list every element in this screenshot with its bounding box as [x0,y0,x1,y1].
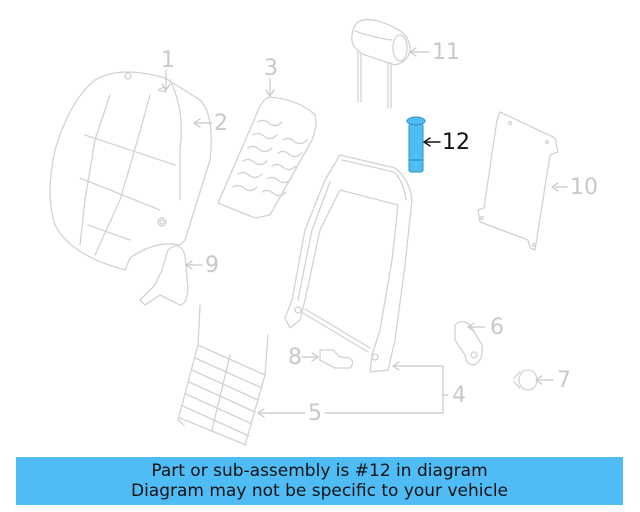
seat-back-cover-icon [49,71,212,271]
callout-10: 10 [570,175,598,200]
banner-line-1: Part or sub-assembly is #12 in diagram [151,461,488,481]
callout-7: 7 [557,368,571,393]
callout-2: 2 [214,111,228,136]
leader-lines [161,47,568,418]
callout-11: 11 [432,40,460,65]
callout-4: 4 [452,383,466,408]
banner-line-2: Diagram may not be specific to your vehi… [130,481,508,501]
back-panel-icon [477,111,559,251]
callout-1: 1 [161,48,175,73]
lumbar-grid-icon [177,304,269,446]
recliner-cover-icon [454,320,483,366]
leader-line-12 [423,137,441,147]
callout-3: 3 [264,56,278,81]
callout-8: 8 [288,345,302,370]
callout-12: 12 [442,130,470,155]
cap-icon [513,369,538,391]
seat-frame-icon [284,154,413,373]
seat-heater-pad-icon [217,96,317,219]
bracket-icon [319,349,354,369]
headrest-icon [351,18,411,109]
bolt-icon [406,116,426,173]
info-banner: Part or sub-assembly is #12 in diagram D… [16,457,623,505]
callout-6: 6 [490,315,504,340]
callout-5: 5 [308,401,322,426]
callout-9: 9 [205,253,219,278]
side-shield-icon [139,245,189,306]
